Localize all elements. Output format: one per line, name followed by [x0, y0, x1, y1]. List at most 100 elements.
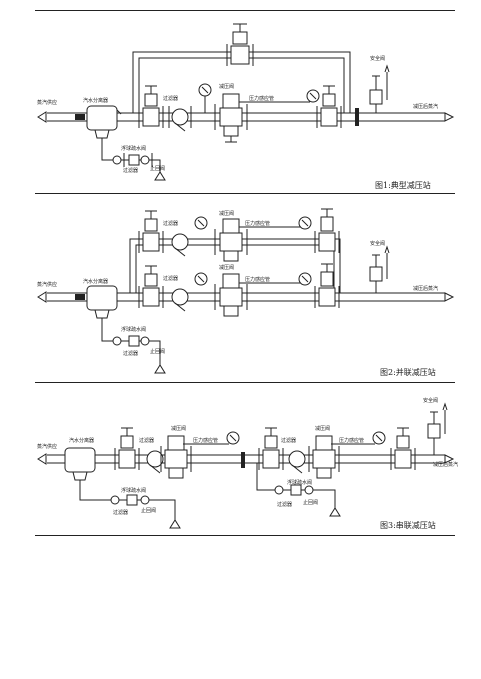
figure-2-parallel-station: 蒸汽供应 汽水分离器 过滤器 过滤器 减压阀 减压阀 压力感应管 压力感应管 安… — [35, 193, 455, 382]
label-strainer-lower: 过滤器 — [163, 276, 179, 282]
label-separator: 汽水分离器 — [83, 98, 109, 104]
label-strainer: 过滤器 — [163, 96, 179, 102]
bypass-globe-valve-icon — [226, 23, 254, 66]
label-pressure-pipe-1: 压力感应管 — [193, 438, 219, 444]
outlet-globe-valve-icon — [390, 427, 416, 470]
label-trap: 浮球疏水阀 — [121, 146, 147, 152]
label-check-valve-2: 止回阀 — [303, 500, 319, 506]
label-trap-strainer: 过滤器 — [123, 168, 139, 174]
lower-outlet-gauge-icon — [298, 272, 312, 286]
label-trap: 浮球疏水阀 — [121, 327, 147, 333]
label-strainer-2: 过滤器 — [281, 438, 297, 444]
label-strainer-upper: 过滤器 — [163, 221, 179, 227]
label-steam-in: 蒸汽供应 — [37, 100, 58, 106]
label-reducing-valve-2: 减压阀 — [315, 426, 331, 432]
stage1-reducing-valve-icon — [160, 435, 192, 479]
drain-arrow-icon-a — [169, 519, 181, 529]
label-safety-valve: 安全阀 — [370, 56, 386, 62]
lower-strainer-icon — [171, 288, 189, 312]
upper-strainer-icon — [171, 233, 189, 257]
upper-globe-valve-1-icon — [138, 210, 164, 253]
lower-gauge-icon — [194, 272, 208, 286]
outlet-arrow-icon — [444, 292, 455, 302]
figure-3-diagram — [37, 402, 455, 529]
drain-arrow-icon — [154, 171, 166, 181]
label-trap-strainer-2: 过滤器 — [277, 502, 293, 508]
trap-assembly-icon — [112, 153, 153, 167]
reducing-valve-icon — [214, 93, 248, 143]
rule-2-3 — [35, 382, 455, 383]
inlet-pressure-gauge-icon — [198, 83, 212, 113]
steam-separator-icon — [64, 447, 96, 481]
outlet-flange — [355, 108, 359, 126]
stage1-globe-valve-icon — [114, 427, 140, 470]
upper-reducing-valve-icon — [214, 218, 248, 262]
figure-1-typical-station: 蒸汽供应 汽水分离器 过滤器 减压阀 压力感应管 安全阀 减压后蒸汽 浮球疏水阀… — [35, 10, 455, 193]
rule-1-2 — [35, 193, 455, 194]
figure-1-diagram — [37, 23, 455, 181]
label-pressure-pipe-upper: 压力感应管 — [245, 221, 271, 227]
label-check-valve-1: 止回阀 — [141, 508, 157, 514]
stage2-reducing-valve-icon — [308, 435, 340, 479]
figure-2-diagram — [37, 208, 455, 374]
label-steam-in: 蒸汽供应 — [37, 444, 58, 450]
label-trap-2: 浮球疏水阀 — [287, 480, 313, 486]
trap-assembly-b-icon — [274, 484, 314, 496]
label-reducing-valve-upper: 减压阀 — [219, 211, 235, 217]
figure-3-caption: 图3:串联减压站 — [380, 521, 436, 530]
stage1-gauge-icon — [226, 431, 240, 445]
outlet-pressure-gauge-icon — [306, 89, 320, 103]
strainer-icon — [168, 106, 192, 132]
label-reducing-valve-1: 减压阀 — [171, 426, 187, 432]
steam-separator-icon — [86, 105, 122, 139]
label-trap-strainer: 过滤器 — [123, 351, 139, 357]
label-strainer-1: 过滤器 — [139, 438, 155, 444]
label-steam-out: 减压后蒸汽 — [413, 104, 439, 110]
label-reducing-valve: 减压阀 — [219, 84, 235, 90]
label-separator: 汽水分离器 — [83, 279, 109, 285]
inlet-arrow-icon — [37, 453, 47, 465]
label-pressure-pipe: 压力感应管 — [249, 96, 275, 102]
figure-1-caption: 图1:典型减压站 — [375, 181, 431, 190]
upper-gauge-icon — [194, 216, 208, 230]
stage2-gauge-icon — [372, 431, 386, 445]
stage2-globe-valve-icon — [258, 427, 284, 470]
outlet-arrow-icon — [444, 454, 455, 464]
safety-valve-icon — [369, 245, 390, 293]
inlet-flange — [75, 294, 85, 300]
mid-flange — [241, 452, 245, 468]
upper-outlet-gauge-icon — [298, 216, 312, 230]
label-steam-in: 蒸汽供应 — [37, 282, 58, 288]
lower-reducing-valve-icon — [214, 273, 248, 317]
label-safety-valve: 安全阀 — [423, 398, 439, 404]
outlet-globe-valve-icon — [316, 85, 342, 128]
label-trap-strainer-1: 过滤器 — [113, 510, 129, 516]
figure-2-caption: 图2:并联减压站 — [380, 368, 436, 377]
label-pressure-pipe-lower: 压力感应管 — [245, 277, 271, 283]
top-rule — [35, 10, 455, 11]
label-safety-valve: 安全阀 — [370, 241, 386, 247]
bottom-rule — [35, 535, 455, 536]
label-steam-out: 减压后蒸汽 — [413, 286, 439, 292]
lower-globe-valve-2-icon — [314, 263, 340, 308]
label-reducing-valve-lower: 减压阀 — [219, 265, 235, 271]
inlet-arrow-icon — [37, 291, 47, 303]
inlet-flange — [75, 114, 85, 120]
drain-arrow-icon — [154, 364, 166, 374]
label-pressure-pipe-2: 压力感应管 — [339, 438, 365, 444]
upper-globe-valve-2-icon — [314, 208, 340, 253]
label-trap-1: 浮球疏水阀 — [121, 488, 147, 494]
safety-valve-icon — [369, 64, 390, 113]
outlet-arrow-icon — [444, 112, 455, 122]
label-separator: 汽水分离器 — [69, 438, 95, 444]
label-check-valve: 止回阀 — [150, 349, 166, 355]
inlet-globe-valve-icon — [138, 85, 164, 128]
label-steam-out: 减压后蒸汽 — [433, 462, 459, 468]
steam-separator-icon — [86, 285, 118, 319]
trap-assembly-icon — [112, 335, 150, 347]
inlet-arrow-icon — [37, 111, 47, 123]
figure-3-series-station: 蒸汽供应 汽水分离器 过滤器 减压阀 压力感应管 过滤器 减压阀 压力感应管 安… — [35, 382, 459, 535]
stage1-strainer-icon — [146, 450, 164, 474]
drain-arrow-icon-b — [329, 507, 341, 517]
lower-globe-valve-1-icon — [138, 265, 164, 308]
